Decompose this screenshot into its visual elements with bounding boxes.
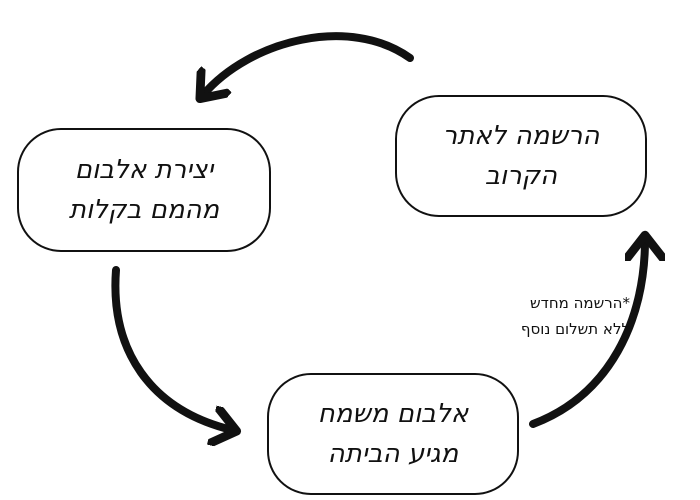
node-create-album: יצירת אלבום מהמם בקלות (17, 128, 271, 252)
node-delivered-line2: מגיע הביתה (327, 439, 459, 469)
node-register-site: הרשמה לאתר הקרוב (395, 95, 647, 217)
re-registration-note: *הרשמה מחדש ללא תשלום נוסף (470, 290, 630, 343)
node-album-delivered: אלבום משמח מגיע הביתה (267, 373, 519, 495)
node-register-line2: הקרוב (484, 161, 558, 191)
note-line2: ללא תשלום נוסף (520, 320, 630, 339)
arrow-delivered-to-register (529, 240, 645, 428)
node-create-line2: מהמם בקלות (68, 195, 220, 225)
arrow-register-to-create (203, 32, 414, 95)
node-delivered-line1: אלבום משמח (317, 398, 469, 429)
note-line1: *הרשמה מחדש (530, 294, 630, 312)
node-create-line1: יצירת אלבום (74, 154, 214, 185)
arrow-create-to-delivered (111, 266, 232, 430)
node-register-line1: הרשמה לאתר (442, 120, 600, 151)
